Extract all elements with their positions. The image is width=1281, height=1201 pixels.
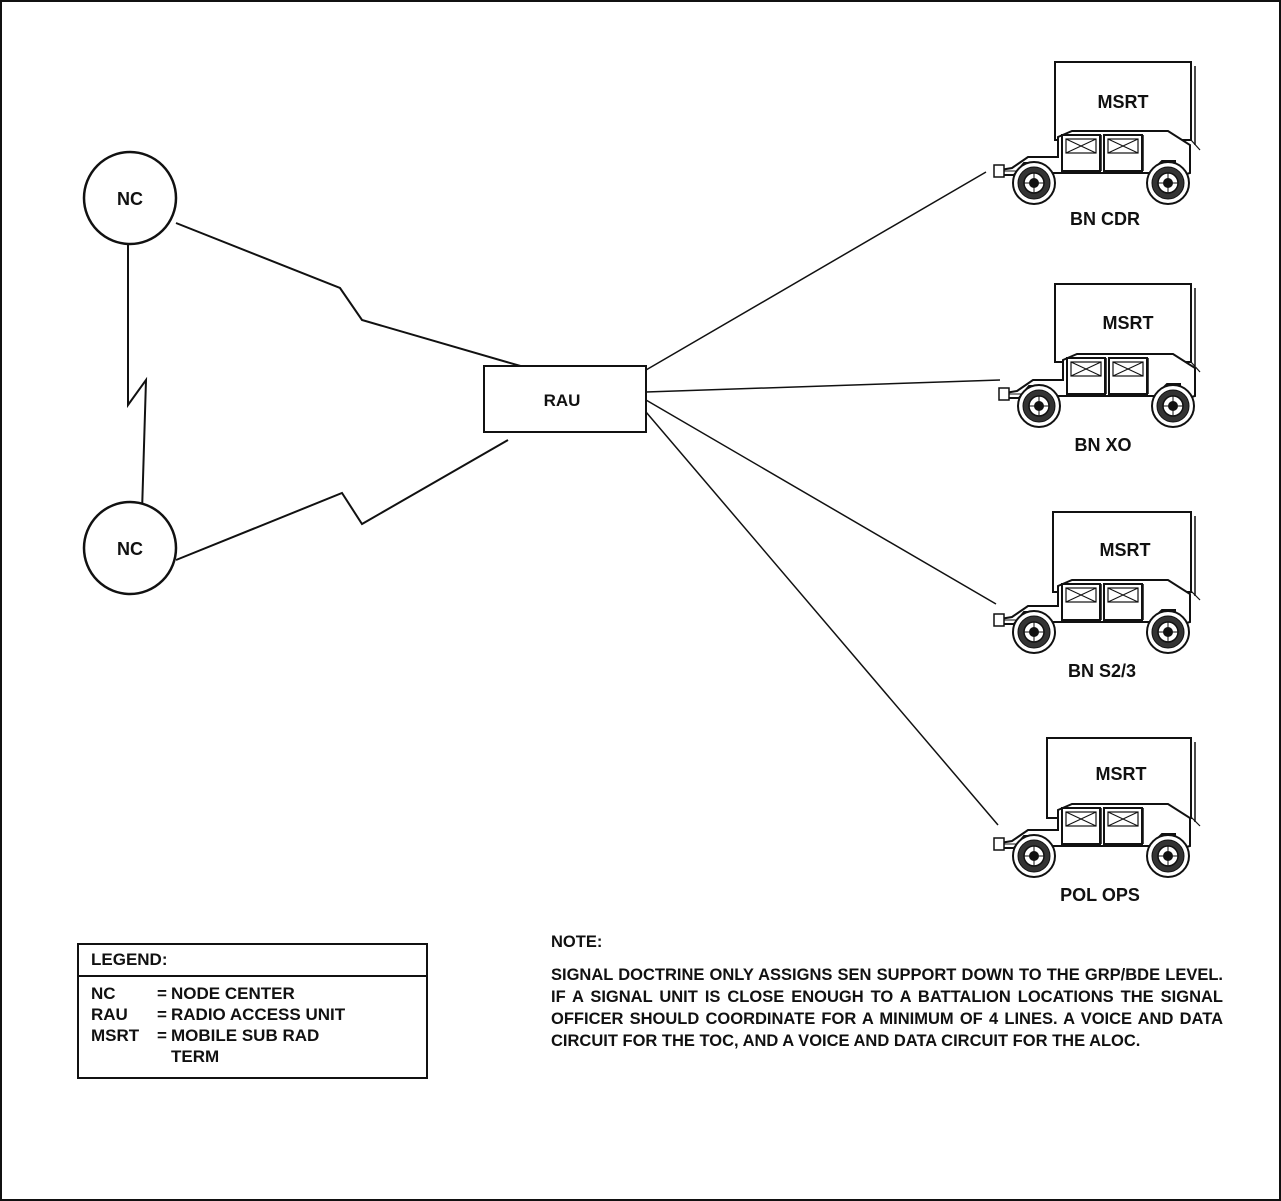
msrt-box-label: MSRT xyxy=(1098,92,1149,112)
node-center-bottom: NC xyxy=(84,502,176,594)
node-center-top: NC xyxy=(84,152,176,244)
vehicle-pol-ops: MSRT POL OPS xyxy=(994,738,1200,905)
vehicle-caption: POL OPS xyxy=(1060,885,1140,905)
vehicle-bn-xo: MSRT BN XO xyxy=(999,284,1200,455)
msrt-box-label: MSRT xyxy=(1103,313,1154,333)
legend-equals: = xyxy=(157,1025,171,1046)
link-rau-to-bn-cdr xyxy=(646,172,986,370)
note-title: NOTE: xyxy=(551,931,1223,953)
vehicle-caption: BN CDR xyxy=(1070,209,1140,229)
legend-definition: RADIO ACCESS UNIT xyxy=(171,1004,426,1025)
vehicle-bn-cdr: MSRT BN CDR xyxy=(994,62,1200,229)
radio-link-nc-to-nc xyxy=(128,240,146,512)
legend-box: LEGEND: NC = NODE CENTER RAU = RADIO ACC… xyxy=(77,943,428,1079)
legend-row-msrt: MSRT = MOBILE SUB RAD xyxy=(91,1025,426,1046)
legend-equals: = xyxy=(157,1004,171,1025)
legend-rows: NC = NODE CENTER RAU = RADIO ACCESS UNIT… xyxy=(79,977,426,1067)
humvee-icon xyxy=(999,354,1195,427)
radio-access-unit-label: RAU xyxy=(544,391,581,410)
legend-equals: = xyxy=(157,983,171,1004)
node-center-top-label: NC xyxy=(117,189,143,209)
note-text: SIGNAL DOCTRINE ONLY ASSIGNS SEN SUPPORT… xyxy=(551,964,1223,1052)
legend-abbr: RAU xyxy=(91,1004,157,1025)
humvee-icon xyxy=(994,131,1190,204)
vehicle-caption: BN XO xyxy=(1074,435,1131,455)
legend-definition: NODE CENTER xyxy=(171,983,426,1004)
vehicle-bn-s23: MSRT BN S2/3 xyxy=(994,512,1200,681)
legend-abbr: MSRT xyxy=(91,1025,157,1046)
radio-link-nc-top-to-rau xyxy=(176,223,524,367)
legend-title: LEGEND: xyxy=(79,945,426,977)
link-rau-to-bn-xo xyxy=(646,380,1000,392)
msrt-box-label: MSRT xyxy=(1096,764,1147,784)
legend-row-rau: RAU = RADIO ACCESS UNIT xyxy=(91,1004,426,1025)
node-center-bottom-label: NC xyxy=(117,539,143,559)
note-block: NOTE: SIGNAL DOCTRINE ONLY ASSIGNS SEN S… xyxy=(551,931,1223,1052)
legend-row-nc: NC = NODE CENTER xyxy=(91,983,426,1004)
humvee-icon xyxy=(994,804,1190,877)
link-rau-to-bn-s23 xyxy=(646,400,996,604)
radio-link-nc-bottom-to-rau xyxy=(176,440,508,560)
link-rau-to-pol-ops xyxy=(646,412,998,825)
legend-definition-continued: TERM xyxy=(91,1046,426,1067)
legend-definition: MOBILE SUB RAD xyxy=(171,1025,426,1046)
humvee-icon xyxy=(994,580,1190,653)
vehicle-caption: BN S2/3 xyxy=(1068,661,1136,681)
legend-abbr: NC xyxy=(91,983,157,1004)
radio-access-unit: RAU xyxy=(484,366,646,432)
msrt-box-label: MSRT xyxy=(1100,540,1151,560)
